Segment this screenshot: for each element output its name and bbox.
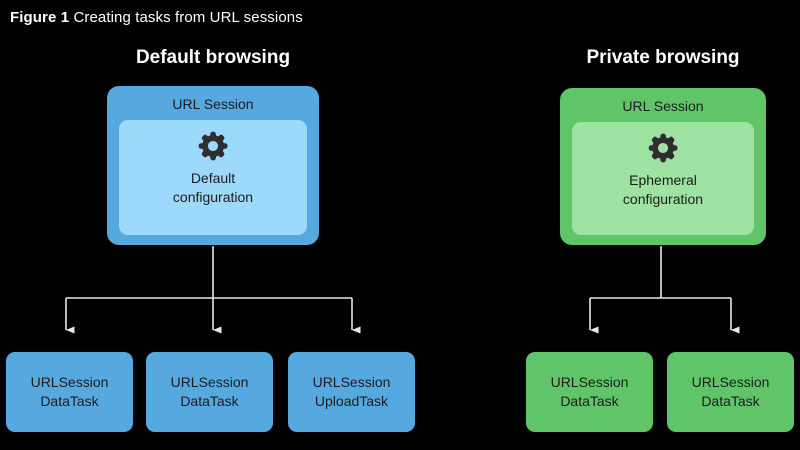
gear-icon [648,133,678,163]
task-box[interactable]: URLSession DataTask [526,352,653,432]
figure-caption-text: Creating tasks from URL sessions [73,9,303,26]
column-heading-default: Default browsing [135,47,291,68]
configuration-card-private[interactable]: Ephemeral configuration [572,122,754,235]
task-box[interactable]: URLSession UploadTask [288,352,415,432]
session-card-private[interactable]: URL Session Ephemeral configuration [560,88,766,245]
session-title-default: URL Session [172,96,254,112]
task-box[interactable]: URLSession DataTask [146,352,273,432]
figure-caption-label: Figure 1 [10,9,70,26]
figure-caption: Figure 1 Creating tasks from URL session… [10,8,303,28]
gear-icon [198,131,228,161]
session-card-default[interactable]: URL Session Default configuration [107,86,319,245]
configuration-card-default[interactable]: Default configuration [119,120,307,235]
column-heading-private: Private browsing [586,47,740,68]
task-box[interactable]: URLSession DataTask [667,352,794,432]
connector-group-private [589,246,740,334]
connector-group-default [65,246,361,334]
task-box[interactable]: URLSession DataTask [6,352,133,432]
session-title-private: URL Session [622,98,704,114]
configuration-label-default: Default configuration [172,170,254,205]
configuration-label-private: Ephemeral configuration [622,172,704,207]
